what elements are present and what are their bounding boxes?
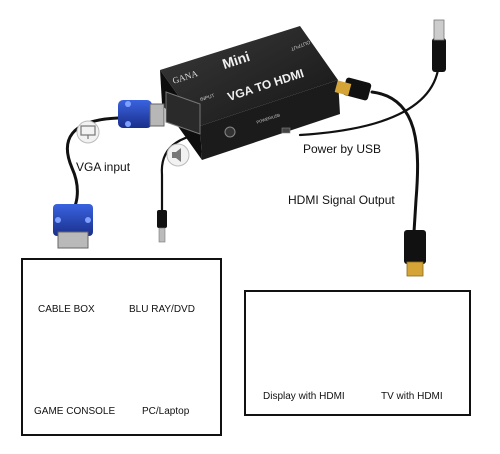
speaker-bubble [166, 143, 190, 167]
source-label-cable-box: CABLE BOX [38, 304, 95, 315]
hdmi-plug-adapter [334, 77, 372, 101]
source-label-dvd: BLU RAY/DVD [129, 304, 195, 315]
vga-plug-adapter [118, 100, 165, 128]
source-label-pc: PC/Laptop [142, 406, 190, 417]
adapter-device [160, 26, 340, 160]
vga-input-label: VGA input [76, 160, 131, 174]
vga-monitor-bubble [76, 120, 100, 144]
power-usb-label: Power by USB [303, 142, 382, 156]
source-label-game-console: GAME CONSOLE [34, 406, 116, 417]
vga-plug-lower [53, 204, 93, 249]
audio-plug [157, 210, 167, 243]
usb-plug [432, 19, 446, 72]
output-label-monitor: Display with HDMI [263, 391, 345, 402]
output-label-tv: TV with HDMI [381, 391, 443, 402]
usb-cable [298, 68, 440, 137]
hdmi-plug-lower [404, 230, 426, 277]
output-devices-panel [244, 290, 471, 416]
hdmi-output-label: HDMI Signal Output [288, 193, 395, 207]
source-devices-panel [21, 258, 222, 436]
hdmi-cable [370, 90, 420, 234]
